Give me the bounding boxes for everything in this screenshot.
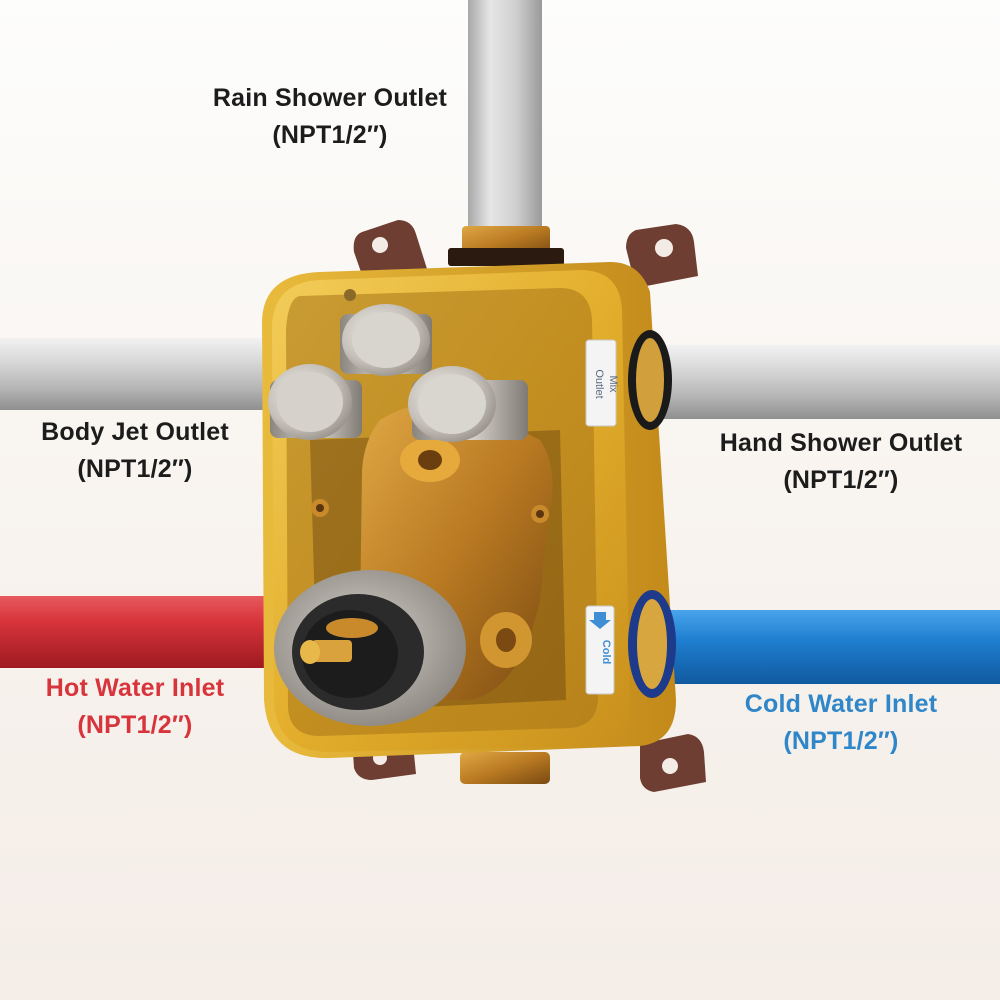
- cold-water-label: Cold Water Inlet (NPT1/2″): [716, 686, 966, 760]
- cold-sticker: Cold: [585, 605, 615, 695]
- push-button-knobs: [268, 304, 528, 442]
- hand-shower-label: Hand Shower Outlet (NPT1/2″): [696, 425, 986, 499]
- mix-sticker-text: Mix: [607, 375, 619, 393]
- rain-shower-label: Rain Shower Outlet (NPT1/2″): [185, 80, 475, 154]
- cold-water-pipe: [640, 610, 1000, 684]
- rain-shower-title: Rain Shower Outlet: [212, 84, 448, 112]
- pipes: [0, 0, 1000, 684]
- port-seals: [628, 330, 676, 698]
- body-jet-label: Body Jet Outlet (NPT1/2″): [20, 414, 250, 488]
- thermostatic-cartridge: [274, 570, 466, 726]
- knob-left: [268, 364, 362, 440]
- body-jet-pipe: [0, 338, 270, 410]
- hand-shower-pipe: [640, 345, 1000, 419]
- rain-shower-pipe: [468, 0, 542, 238]
- cold-sticker-text: Cold: [600, 640, 612, 664]
- cold-water-spec: (NPT1/2″): [783, 727, 899, 755]
- body-jet-title: Body Jet Outlet: [41, 418, 229, 446]
- body-jet-spec: (NPT1/2″): [77, 455, 193, 483]
- hand-shower-title: Hand Shower Outlet: [719, 429, 963, 457]
- outlet-mix-sticker: Outlet Mix: [585, 339, 619, 427]
- hot-water-pipe: [0, 596, 272, 668]
- hand-shower-spec: (NPT1/2″): [783, 466, 899, 494]
- hot-water-title: Hot Water Inlet: [45, 674, 225, 702]
- mounting-brackets: [352, 220, 706, 792]
- cold-water-title: Cold Water Inlet: [744, 690, 938, 718]
- knob-right: [408, 366, 528, 442]
- hot-water-label: Hot Water Inlet (NPT1/2″): [20, 670, 250, 744]
- hot-water-spec: (NPT1/2″): [77, 711, 193, 739]
- knob-top: [340, 304, 432, 376]
- outlet-sticker-text: Outlet: [593, 369, 605, 398]
- brass-fittings: [448, 226, 564, 784]
- rain-shower-spec: (NPT1/2″): [272, 121, 388, 149]
- down-arrow-icon: [589, 612, 611, 629]
